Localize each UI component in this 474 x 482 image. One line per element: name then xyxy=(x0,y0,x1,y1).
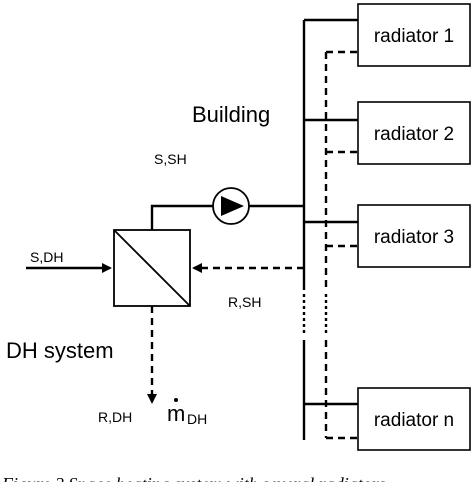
radiator-3: radiator 3 xyxy=(357,204,471,268)
supply-dh-label: S,DH xyxy=(30,249,63,265)
radiator-n: radiator n xyxy=(357,387,471,451)
pump-icon xyxy=(212,187,250,225)
return-dh-label: R,DH xyxy=(98,409,132,425)
mass-flow-dot xyxy=(174,398,178,402)
return-riser xyxy=(324,50,358,440)
heat-exchanger-icon xyxy=(113,229,191,307)
radiator-2: radiator 2 xyxy=(357,101,471,165)
radiator-3-label: radiator 3 xyxy=(374,227,454,248)
mass-flow-subscript: DH xyxy=(187,411,207,427)
figure-caption: Figure 2 Space heating system with sever… xyxy=(1,474,386,482)
building-label: Building xyxy=(192,102,270,127)
supply-riser xyxy=(302,18,358,440)
radiator-2-label: radiator 2 xyxy=(374,124,454,145)
return-sh-label: R,SH xyxy=(228,294,261,310)
radiator-n-label: radiator n xyxy=(374,410,454,431)
radiator-1: radiator 1 xyxy=(357,3,471,67)
dh-system-label: DH system xyxy=(6,338,114,363)
radiator-1-label: radiator 1 xyxy=(374,26,454,47)
sh-supply-line xyxy=(150,204,304,230)
mass-flow-symbol: m xyxy=(167,401,185,426)
supply-sh-label: S,SH xyxy=(154,151,187,167)
mass-flow-label: m DH xyxy=(167,398,207,427)
